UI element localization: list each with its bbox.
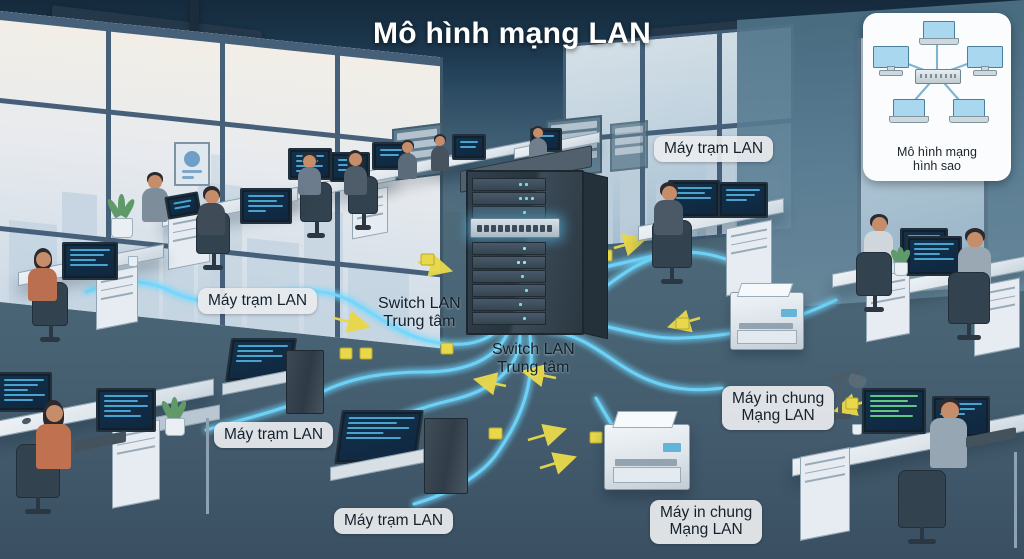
desk-cup-left-mid	[128, 256, 138, 267]
person-back-4	[430, 134, 452, 172]
laptop-bottom-left-icon	[889, 99, 929, 123]
page-title-text: Mô hình mạng LAN	[372, 17, 652, 50]
rack-side-panel	[580, 170, 608, 340]
laptop-top-icon	[919, 21, 959, 45]
monitor-left-icon	[873, 46, 909, 76]
printer-slot	[739, 323, 793, 329]
wall-poster	[174, 142, 210, 186]
central-switch-rack[interactable]	[460, 145, 608, 340]
plant-left-lower	[159, 397, 189, 436]
label-ws-mid-left: Máy trạm LAN	[214, 422, 334, 449]
plant-left-window	[105, 194, 137, 238]
monitor-right-icon	[967, 46, 1003, 76]
tower-pc-bottom-center	[424, 418, 468, 494]
person-left-mid	[26, 248, 60, 302]
desk-cup-bottom-right	[852, 424, 862, 435]
printer-panel[interactable]	[781, 309, 797, 317]
printer-right[interactable]	[730, 283, 804, 350]
printer-tray	[736, 283, 794, 297]
monitor-left-lower-1	[0, 372, 52, 412]
label-ws-left: Máy trạm LAN	[198, 288, 318, 315]
person-back-1	[296, 152, 324, 196]
hub-switch-icon	[915, 69, 961, 84]
ceiling-rail	[190, 0, 199, 46]
monitor-left-lower-2	[96, 388, 156, 432]
plant-right-far	[889, 247, 912, 276]
printer-bottom[interactable]	[604, 411, 690, 490]
label-printer-bottom: Máy in chung Mạng LAN	[650, 500, 763, 544]
inset-caption: Mô hình mạng hình sao	[897, 144, 977, 174]
laptop-bottom-right-icon	[949, 99, 989, 123]
chair-bottom-right	[898, 470, 946, 544]
person-standing-laptop	[140, 172, 170, 224]
chair-right-far-2	[948, 272, 990, 340]
page-title: Mô hình mạng LAN	[0, 17, 1024, 51]
monitor-right-upper-2	[718, 182, 768, 218]
monitor-back-4	[452, 134, 486, 160]
tower-pc-bottom-left	[286, 350, 324, 414]
label-switch-lower: Switch LAN Trung tâm	[492, 341, 575, 376]
printer-drawer	[737, 330, 797, 344]
monitor-left-mid	[62, 242, 118, 280]
printer-panel[interactable]	[663, 443, 681, 452]
desk-leg	[206, 418, 209, 514]
monitor-right-far-2	[906, 236, 962, 276]
person-back-2	[342, 150, 370, 196]
label-ws-bottom: Máy trạm LAN	[334, 508, 454, 535]
person-bottom-right	[928, 398, 970, 470]
label-switch-upper: Switch LAN Trung tâm	[378, 295, 461, 330]
printer-drawer	[613, 467, 681, 483]
printer-slot	[615, 459, 677, 466]
label-ws-top-right: Máy trạm LAN	[654, 136, 774, 163]
monitor-bottom-right-1	[862, 388, 926, 434]
label-printer-right: Máy in chung Mạng LAN	[722, 386, 835, 430]
desk-lamp[interactable]	[818, 369, 868, 419]
desk-leg-bottom-right	[1014, 452, 1017, 548]
star-topology-inset: Mô hình mạng hình sao	[863, 13, 1011, 181]
chair-right-far-1	[856, 252, 892, 312]
person-left-upper-seated	[196, 186, 228, 236]
person-back-3	[396, 140, 420, 180]
person-left-lower	[34, 400, 74, 470]
person-right-upper	[652, 182, 686, 236]
printer-tray	[612, 411, 678, 428]
pedestal-bottom-right	[800, 447, 850, 541]
lan-switch-device[interactable]	[470, 218, 560, 238]
monitor-left-upper	[240, 188, 292, 224]
bookshelf-far	[610, 120, 648, 172]
